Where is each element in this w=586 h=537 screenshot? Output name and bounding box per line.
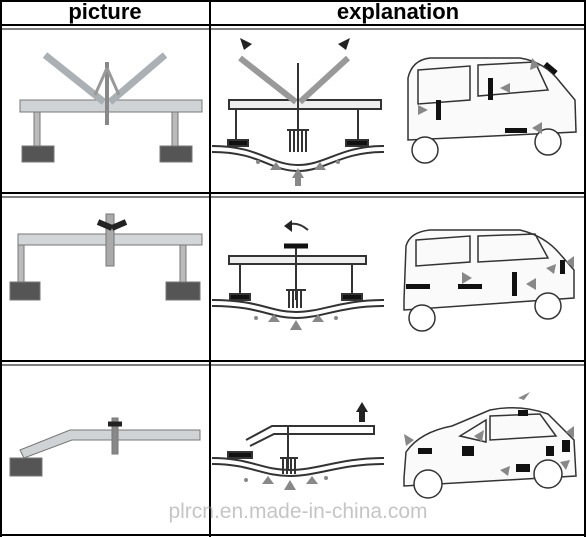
watermark: plrcn.en.made-in-china.com	[168, 500, 428, 523]
header-picture: picture	[68, 0, 142, 24]
header-explanation: explanation	[336, 0, 460, 24]
